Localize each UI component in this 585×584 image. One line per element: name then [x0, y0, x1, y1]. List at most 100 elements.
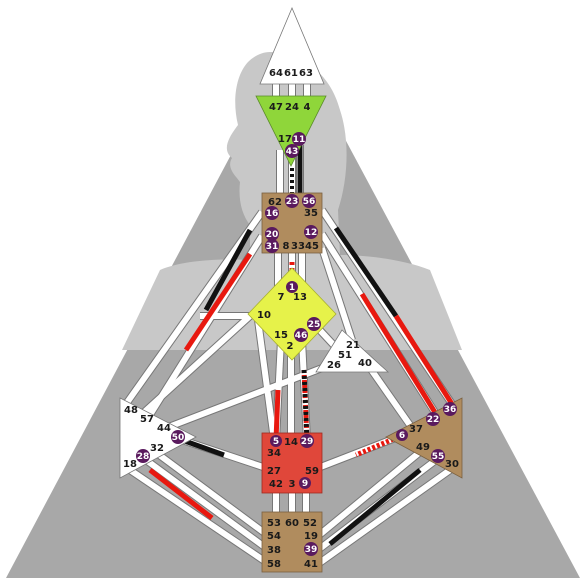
svg-text:28: 28 — [137, 452, 150, 462]
channel-32-54 — [156, 451, 268, 537]
channel-16-48-black — [203, 228, 253, 312]
svg-text:22: 22 — [427, 415, 440, 425]
gate-62: 62 — [268, 197, 282, 208]
gate-12-badge: 12 — [304, 225, 318, 239]
gate-26: 26 — [327, 360, 341, 371]
gate-56-badge: 56 — [302, 194, 316, 208]
gate-10: 10 — [257, 310, 271, 321]
gate-50-badge: 50 — [171, 430, 185, 444]
gate-9-badge: 9 — [299, 477, 311, 489]
svg-text:50: 50 — [172, 433, 185, 443]
channel-20-57-red — [183, 252, 253, 352]
gate-28-badge: 28 — [136, 449, 150, 463]
head-center[interactable] — [259, 6, 325, 85]
gate-31-badge: 31 — [265, 239, 279, 253]
svg-text:39: 39 — [305, 545, 318, 555]
channel-28-38 — [144, 457, 268, 551]
channel-49-19 — [316, 449, 422, 539]
svg-text:46: 46 — [295, 331, 308, 341]
gate-55-badge: 55 — [431, 449, 445, 463]
gate-48: 48 — [124, 405, 138, 416]
svg-text:25: 25 — [308, 320, 321, 330]
channel-45-21 — [319, 247, 355, 341]
channel-10-57 — [137, 313, 253, 419]
svg-text:29: 29 — [301, 437, 314, 447]
gate-52: 52 — [303, 518, 317, 529]
gate-20-badge: 20 — [265, 227, 279, 241]
gate-45: 45 — [305, 241, 319, 252]
svg-text:36: 36 — [444, 405, 457, 415]
channel-28-38-red — [148, 468, 214, 520]
gate-8: 8 — [283, 241, 290, 252]
gate-41: 41 — [304, 559, 318, 570]
gate-64: 64 — [269, 68, 283, 79]
svg-text:16: 16 — [266, 209, 279, 219]
gate-4: 4 — [304, 102, 311, 113]
gate-15: 15 — [274, 330, 288, 341]
channel-35-36-black — [333, 226, 399, 318]
svg-text:55: 55 — [432, 452, 445, 462]
gate-35: 35 — [304, 208, 318, 219]
gate-38: 38 — [267, 545, 281, 556]
svg-text:31: 31 — [266, 242, 279, 252]
gate-46-badge: 46 — [294, 328, 308, 342]
svg-text:5: 5 — [273, 437, 279, 447]
gate-24: 24 — [285, 102, 299, 113]
svg-text:20: 20 — [266, 230, 279, 240]
channel-18-58 — [128, 467, 268, 565]
gate-18: 18 — [123, 459, 137, 470]
gate-49: 49 — [416, 442, 430, 453]
gate-25-badge: 25 — [307, 317, 321, 331]
gate-32: 32 — [150, 443, 164, 454]
gate-33: 33 — [291, 241, 305, 252]
gate-58: 58 — [267, 559, 281, 570]
gate-11-badge: 11 — [292, 132, 306, 146]
gate-53: 53 — [267, 518, 281, 529]
svg-text:9: 9 — [302, 479, 308, 489]
g-center[interactable] — [247, 267, 337, 361]
channel-46-29-red — [301, 369, 310, 441]
svg-text:11: 11 — [293, 135, 306, 145]
gate-63: 63 — [299, 68, 313, 79]
gate-7: 7 — [278, 292, 285, 303]
svg-text:23: 23 — [286, 197, 299, 207]
gate-40: 40 — [358, 358, 372, 369]
channel-50-27-black — [181, 437, 225, 458]
gate-3: 3 — [289, 479, 296, 490]
gate-16-badge: 16 — [265, 206, 279, 220]
gate-47: 47 — [269, 102, 283, 113]
heart-center[interactable] — [315, 329, 390, 373]
gate-43-badge: 43 — [285, 144, 299, 158]
channel-30-41 — [316, 467, 452, 567]
svg-text:56: 56 — [303, 197, 316, 207]
gate-57: 57 — [140, 414, 154, 425]
gate-23-badge: 23 — [285, 194, 299, 208]
gate-6-badge: 6 — [396, 429, 408, 441]
channel-12-22-red — [359, 292, 439, 416]
svg-text:43: 43 — [286, 147, 299, 157]
gate-51: 51 — [338, 350, 352, 361]
gate-21: 21 — [346, 340, 360, 351]
gate-17: 17 — [278, 134, 292, 145]
root-center[interactable] — [261, 511, 323, 573]
gate-60: 60 — [285, 518, 299, 529]
gate-44: 44 — [157, 423, 171, 434]
gate-19: 19 — [304, 531, 318, 542]
gate-39-badge: 39 — [304, 542, 318, 556]
gate-5-badge: 5 — [270, 435, 282, 447]
gate-14: 14 — [284, 437, 298, 448]
svg-text:12: 12 — [305, 228, 318, 238]
channel-15-5-red — [273, 389, 281, 441]
gate-36-badge: 36 — [443, 402, 457, 416]
ajna-center[interactable] — [255, 95, 327, 167]
gate-42: 42 — [269, 479, 283, 490]
channel-40-37 — [367, 366, 415, 430]
svg-text:1: 1 — [289, 283, 295, 293]
gate-54: 54 — [267, 531, 281, 542]
gate-29-badge: 29 — [300, 434, 314, 448]
channel-55-39-black — [328, 468, 422, 546]
gate-1-badge: 1 — [286, 281, 298, 293]
channel-16-48 — [123, 210, 265, 406]
gate-61: 61 — [284, 68, 298, 79]
